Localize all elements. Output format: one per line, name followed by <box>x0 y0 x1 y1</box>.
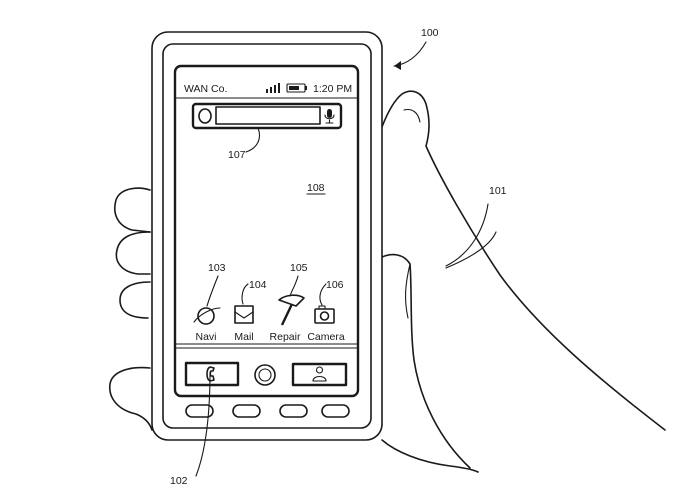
microphone-icon[interactable] <box>324 109 335 124</box>
person-icon[interactable] <box>312 366 327 382</box>
app-navi[interactable]: Navi <box>193 307 221 343</box>
app-label-repair: Repair <box>270 331 301 343</box>
search-circle-icon[interactable] <box>198 108 212 124</box>
globe-icon[interactable] <box>193 307 221 325</box>
hardware-key-icon[interactable] <box>232 404 261 418</box>
signal-bars-icon <box>266 83 280 93</box>
hardware-key-icon[interactable] <box>321 404 350 418</box>
app-camera[interactable]: Camera <box>307 305 345 343</box>
home-circle-icon[interactable] <box>258 368 272 382</box>
search-bar[interactable] <box>191 102 343 130</box>
reference-annotations: 100 101 102 103 104 105 106 107 108 <box>170 27 507 487</box>
phone-dock-button[interactable] <box>184 361 240 387</box>
ref-100: 100 <box>421 27 439 39</box>
hand-drawing <box>109 90 666 473</box>
app-repair[interactable]: Repair <box>270 294 305 343</box>
battery-icon <box>286 83 307 93</box>
ref-104: 104 <box>249 279 267 291</box>
hammer-icon[interactable] <box>278 294 305 326</box>
app-mail[interactable]: Mail <box>234 305 254 343</box>
camera-icon[interactable] <box>314 305 335 324</box>
ref-103: 103 <box>208 262 226 274</box>
dock <box>184 361 348 387</box>
ref-106: 106 <box>326 279 344 291</box>
phone-screen <box>173 64 360 398</box>
ref-108: 108 <box>307 182 325 194</box>
ref-107: 107 <box>228 149 246 161</box>
phone-inner-bezel <box>162 43 372 429</box>
carrier-name: WAN Co. <box>184 83 227 95</box>
contact-dock-button[interactable] <box>291 362 348 387</box>
phone-handset-icon[interactable] <box>206 366 215 382</box>
clock-time: 1:20 PM <box>313 83 352 95</box>
hardware-key-icon[interactable] <box>279 404 308 418</box>
home-button[interactable] <box>254 364 276 386</box>
app-label-navi: Navi <box>195 331 216 343</box>
ref-105: 105 <box>290 262 308 274</box>
phone-outer-casing <box>151 31 383 441</box>
ref-102: 102 <box>170 475 188 487</box>
app-label-mail: Mail <box>234 331 253 343</box>
phone-device <box>151 31 383 441</box>
status-bar: WAN Co. 1:20 PM <box>184 83 352 95</box>
envelope-icon[interactable] <box>234 305 254 324</box>
search-input[interactable] <box>215 106 321 125</box>
hardware-keys <box>185 404 350 418</box>
app-label-camera: Camera <box>307 331 345 343</box>
ref-101: 101 <box>489 185 507 197</box>
hardware-key-icon[interactable] <box>185 404 214 418</box>
